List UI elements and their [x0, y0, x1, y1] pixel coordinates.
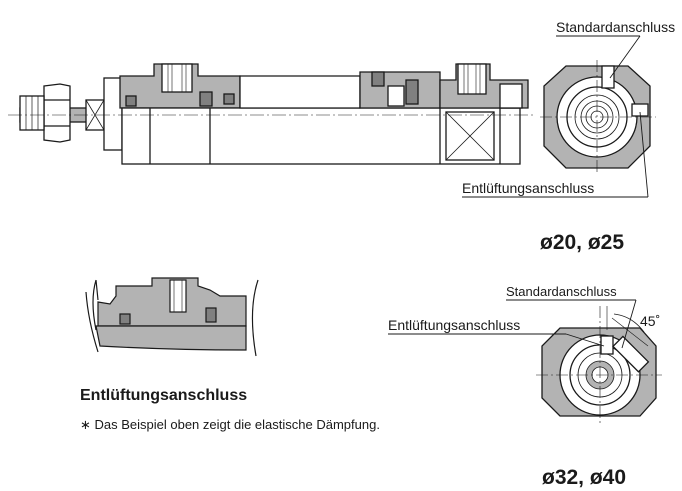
end-view-small [540, 60, 656, 174]
standard-port-label-top: Standardanschluss [556, 19, 675, 35]
vent-port-label-bottom: Entlüftungsanschluss [388, 317, 520, 333]
leaders-top [462, 35, 649, 198]
detail-port [169, 279, 187, 313]
magnet-slot [387, 85, 405, 107]
tube-upper [239, 75, 361, 109]
vent-port-hole-large [612, 335, 650, 373]
piston-seal [371, 71, 385, 87]
vent-port-label-top: Entlüftungsanschluss [462, 180, 594, 196]
rod-end-nut [43, 83, 71, 143]
rod-cover-boss [103, 77, 123, 151]
caption-note: ∗ Das Beispiel oben zeigt die elastische… [80, 417, 380, 432]
cushion-seal [199, 91, 213, 107]
bore-size-small: ø20, ø25 [540, 231, 624, 254]
standard-port-hole-large [600, 335, 614, 355]
angle-label: 45˚ [640, 313, 660, 329]
caption-heading: Entlüftungsanschluss [80, 387, 248, 404]
port-boss-rear [457, 63, 487, 95]
leaders-bottom [388, 299, 637, 349]
end-view-large [536, 306, 662, 424]
bore-size-large: ø32, ø40 [542, 466, 626, 489]
cylinder-side-view [8, 63, 536, 165]
head-end [499, 83, 523, 109]
port-boss-front [161, 63, 193, 93]
bushing [223, 93, 235, 105]
detail-view [85, 277, 259, 357]
wear-ring [405, 79, 419, 105]
rod-seal [125, 95, 137, 107]
standard-port-label-bottom: Standardanschluss [506, 284, 617, 299]
standard-port-hole [601, 65, 615, 89]
